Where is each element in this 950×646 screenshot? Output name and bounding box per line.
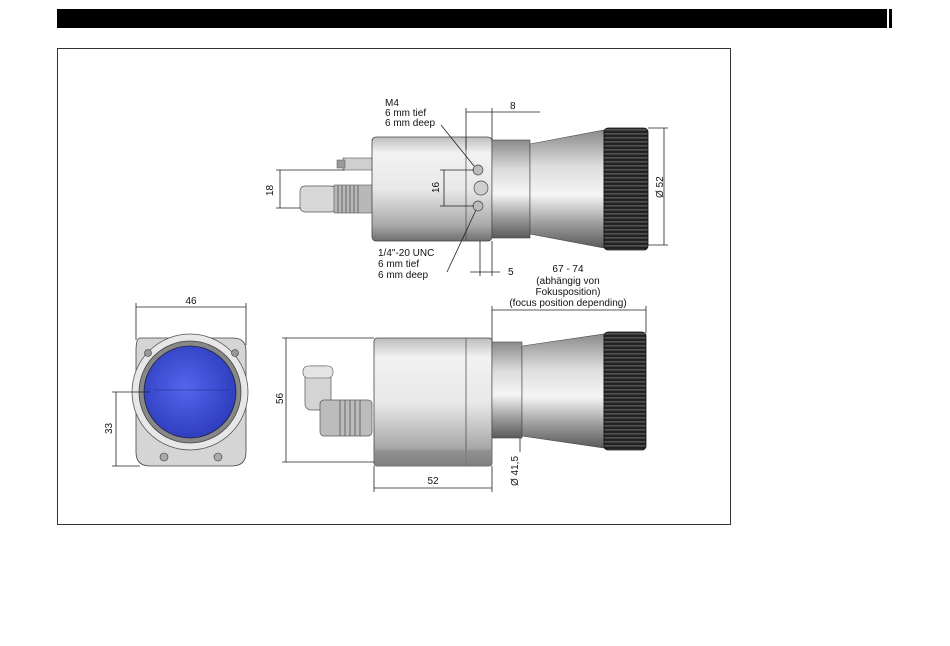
dim-16: 16 [431,181,442,193]
label-focus-range: 67 - 74 [552,264,584,275]
dim-8: 8 [510,101,516,112]
dim-56: 56 [275,392,286,404]
label-thread-bottom: 1/4"-20 UNC [378,248,434,259]
label-thread-bottom-deep: 6 mm deep [378,270,428,281]
label-focus-de-1: (abhängig von [536,276,599,287]
dim-46: 46 [185,296,197,307]
lens-icon [144,346,236,438]
label-focus-en: (focus position depending) [509,298,626,309]
camera-side-view [303,332,646,466]
label-thread-bottom-tief: 6 mm tief [378,259,419,270]
dim-18: 18 [265,184,276,196]
camera-front-view [132,334,248,466]
label-thread-top-deep: 6 mm deep [385,118,435,129]
dim-52: 52 [427,476,439,487]
dim-dia-41-5: Ø 41,5 [510,456,521,486]
dim-dia-52: Ø 52 [655,176,666,198]
dim-5: 5 [508,267,514,278]
dim-33: 33 [104,422,115,434]
label-focus-de-2: Fokusposition) [535,287,600,298]
camera-top-view [300,128,648,250]
